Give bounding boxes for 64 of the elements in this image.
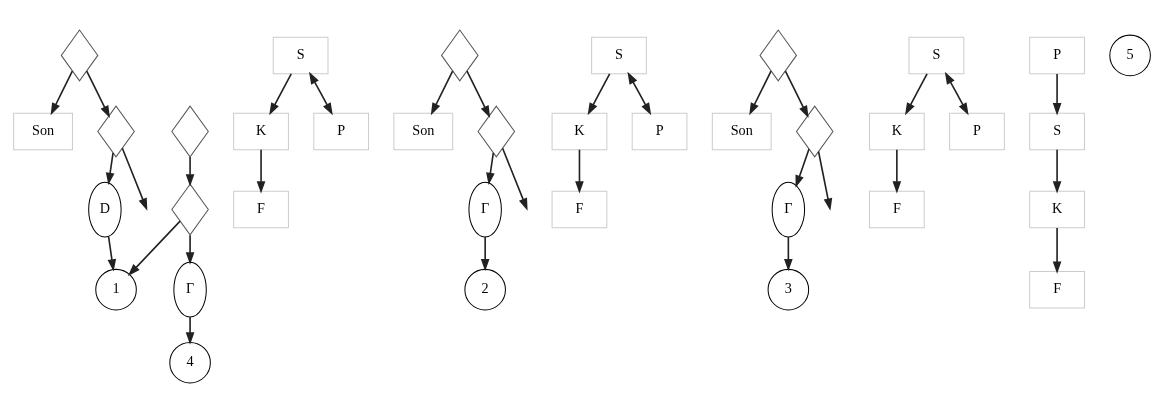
node-box: Son: [711, 112, 772, 150]
arrow: [1052, 72, 1062, 115]
node-diamond: [759, 28, 798, 82]
node-circle: 5: [1109, 34, 1151, 76]
arrow: [466, 69, 491, 118]
node-box: S: [272, 36, 329, 74]
arrow: [784, 235, 793, 271]
node-box: P: [949, 112, 1005, 150]
node-diamond: [171, 182, 209, 236]
arrow: [575, 148, 584, 194]
arrow: [501, 146, 528, 211]
node-box: K: [1029, 190, 1085, 228]
node-box: P: [1029, 36, 1085, 74]
node-diamond: [440, 28, 479, 82]
node-ellipse: Г: [468, 181, 502, 237]
arrow: [480, 235, 490, 271]
node-ellipse: D: [88, 181, 122, 237]
arrow: [185, 155, 195, 187]
node-box: S: [908, 36, 965, 74]
node-box: F: [551, 190, 608, 228]
arrow: [50, 69, 74, 115]
arrow: [85, 69, 110, 118]
arrow: [795, 147, 810, 188]
arrow: [905, 72, 928, 115]
node-box: F: [233, 190, 289, 228]
node-box: P: [313, 112, 370, 150]
node-box: K: [868, 112, 925, 150]
arrow: [309, 71, 333, 115]
arrow: [944, 71, 969, 115]
arrow: [121, 146, 148, 211]
node-box: S: [1029, 112, 1085, 150]
arrow: [127, 219, 181, 276]
arrow: [892, 148, 902, 194]
arrow: [107, 235, 117, 272]
node-box: Son: [393, 112, 454, 150]
node-ellipse: Г: [771, 181, 806, 237]
arrow: [185, 233, 195, 265]
node-diamond: [171, 104, 209, 158]
node-box: Son: [13, 112, 73, 150]
arrow: [817, 150, 833, 211]
node-box: F: [1029, 270, 1085, 308]
node-circle: 1: [95, 268, 137, 310]
node-box: P: [631, 112, 688, 150]
node-box: S: [591, 36, 647, 74]
node-circle: 3: [767, 268, 810, 310]
node-box: K: [551, 112, 608, 150]
arrow: [486, 151, 495, 185]
arrow: [430, 69, 454, 115]
arrow: [784, 69, 809, 118]
arrow: [185, 315, 195, 345]
arrow: [105, 151, 115, 185]
arrow: [1052, 226, 1062, 274]
arrow: [627, 71, 652, 115]
node-ellipse: Г: [173, 261, 207, 318]
node-circle: 2: [464, 268, 506, 310]
node-circle: 4: [169, 341, 211, 383]
arrow: [587, 72, 611, 115]
arrow: [256, 148, 266, 194]
node-diamond: [60, 28, 99, 82]
node-box: F: [868, 190, 925, 228]
arrow: [1052, 148, 1062, 194]
node-box: K: [233, 112, 289, 150]
arrow: [269, 72, 293, 115]
arrow: [749, 69, 772, 115]
